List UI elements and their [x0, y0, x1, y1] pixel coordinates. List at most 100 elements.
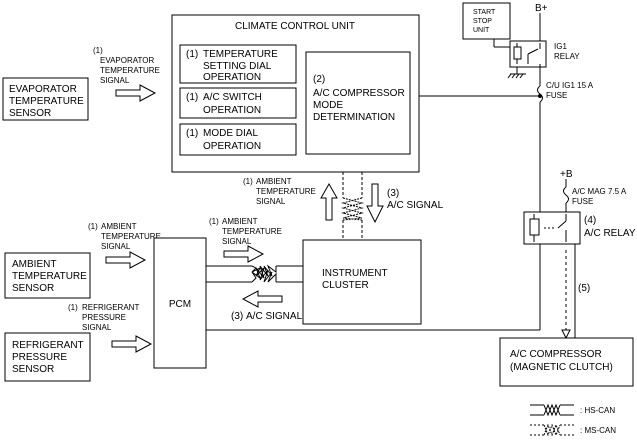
hs-can-pcm-cluster [206, 264, 303, 283]
svg-text:SENSOR: SENSOR [12, 283, 54, 294]
svg-text:(1): (1) [186, 128, 198, 139]
svg-text:SIGNAL: SIGNAL [100, 76, 130, 85]
svg-text:INSTRUMENT: INSTRUMENT [322, 268, 388, 279]
ac-signal-ccu-num: (3) [387, 188, 399, 199]
svg-text:: HS-CAN: : HS-CAN [580, 406, 615, 415]
svg-text:REFRIGERANT: REFRIGERANT [12, 340, 84, 351]
pcm-module: PCM [153, 237, 207, 369]
svg-text:AMBIENT: AMBIENT [222, 217, 258, 226]
svg-text:SETTING DIAL: SETTING DIAL [203, 61, 272, 72]
ambient-signal-ccu-arrow [320, 182, 338, 221]
ccu-title: CLIMATE CONTROL UNIT [235, 21, 355, 32]
junction-dot [538, 94, 542, 98]
svg-text:SIGNAL: SIGNAL [222, 237, 252, 246]
svg-text:TEMPERATURE: TEMPERATURE [12, 271, 87, 282]
pcm-label: PCM [169, 299, 191, 310]
svg-text:SENSOR: SENSOR [12, 364, 54, 375]
ac-mag-fuse: A/C MAG 7.5 A FUSE [563, 186, 627, 206]
svg-text:MODE: MODE [313, 100, 343, 111]
svg-text:(1): (1) [93, 46, 103, 55]
svg-text:AMBIENT: AMBIENT [12, 259, 56, 270]
svg-text:DETERMINATION: DETERMINATION [313, 112, 395, 123]
ambient-temperature-sensor: AMBIENT TEMPERATURE SENSOR [4, 252, 91, 299]
instrument-cluster: INSTRUMENT CLUSTER [302, 239, 422, 325]
svg-text:SIGNAL: SIGNAL [256, 197, 286, 206]
ac-compressor: A/C COMPRESSOR (MAGNETIC CLUTCH) [499, 337, 634, 387]
svg-text:EVAPORATOR: EVAPORATOR [9, 84, 77, 95]
svg-text:UNIT: UNIT [473, 27, 490, 34]
ig1-relay: IG1 RELAY [509, 40, 580, 68]
evaporator-temperature-sensor: EVAPORATOR TEMPERATURE SENSOR [2, 77, 89, 121]
ambient-signal-cluster-label: (1) AMBIENT TEMPERATURE SIGNAL [209, 217, 282, 246]
svg-text:START: START [473, 9, 496, 16]
svg-text:(1): (1) [186, 92, 198, 103]
b-plus-mid: +B [560, 169, 573, 180]
ac-signal-ccu-label: A/C SIGNAL [387, 200, 444, 211]
svg-text:TEMPERATURE: TEMPERATURE [100, 66, 160, 75]
ambient-signal-ccu-label: (1) AMBIENT TEMPERATURE SIGNAL [243, 177, 316, 206]
svg-text:A/C MAG 7.5 A: A/C MAG 7.5 A [572, 187, 627, 196]
svg-text:FUSE: FUSE [572, 197, 593, 206]
cu-ig1-fuse: C/U IG1 15 A FUSE [537, 81, 594, 103]
start-stop-unit: START STOP UNIT [462, 2, 511, 40]
svg-text:(MAGNETIC CLUTCH): (MAGNETIC CLUTCH) [510, 362, 613, 373]
svg-text:A/C COMPRESSOR: A/C COMPRESSOR [313, 88, 405, 99]
svg-text:: MS-CAN: : MS-CAN [580, 426, 616, 435]
ac-signal-pcm-arrow [241, 290, 283, 308]
svg-text:OPERATION: OPERATION [203, 72, 261, 83]
svg-text:A/C COMPRESSOR: A/C COMPRESSOR [510, 349, 602, 360]
mode-dial-box: (1) MODE DIAL OPERATION [179, 123, 297, 156]
svg-text:PRESSURE: PRESSURE [12, 352, 67, 363]
svg-text:TEMPERATURE: TEMPERATURE [9, 96, 84, 107]
svg-text:(2): (2) [313, 74, 325, 85]
svg-text:PRESSURE: PRESSURE [82, 313, 126, 322]
ac-signal-ccu-arrow [366, 183, 384, 224]
svg-text:(1): (1) [68, 303, 78, 312]
svg-text:C/U IG1 15 A: C/U IG1 15 A [546, 81, 594, 90]
legend-ms-can: : MS-CAN [530, 423, 616, 437]
svg-text:IG1: IG1 [554, 42, 567, 51]
svg-text:TEMPERATURE: TEMPERATURE [222, 227, 282, 236]
svg-text:TEMPERATURE: TEMPERATURE [256, 187, 316, 196]
legend-hs-can: : HS-CAN [530, 403, 615, 417]
svg-text:CLUSTER: CLUSTER [322, 280, 369, 291]
svg-text:FUSE: FUSE [546, 91, 567, 100]
svg-text:SIGNAL: SIGNAL [82, 323, 112, 332]
ambient-signal-pcm-arrow [105, 251, 147, 269]
refrigerant-pressure-sensor: REFRIGERANT PRESSURE SENSOR [4, 332, 91, 382]
svg-text:(1): (1) [88, 222, 98, 231]
step5-arrow [561, 329, 571, 340]
ambient-signal-cluster-arrow [223, 245, 265, 263]
ground-symbol [507, 67, 526, 79]
svg-text:AMBIENT: AMBIENT [101, 222, 137, 231]
ac-signal-pcm-label: A/C SIGNAL [246, 311, 303, 322]
ms-can-cluster-ccu [341, 172, 364, 240]
svg-text:TEMPERATURE: TEMPERATURE [101, 232, 161, 241]
evaporator-signal-arrow [115, 84, 157, 102]
svg-text:REFRIGERANT: REFRIGERANT [82, 303, 139, 312]
svg-text:(1): (1) [209, 217, 219, 226]
ac-relay: (4) A/C RELAY [523, 211, 636, 245]
legend: : HS-CAN : MS-CAN [530, 403, 616, 437]
step5-label: (5) [578, 283, 590, 294]
svg-text:A/C SWITCH: A/C SWITCH [203, 92, 262, 103]
climate-control-unit: CLIMATE CONTROL UNIT (1) TEMPERATURE SET… [171, 14, 420, 173]
svg-text:STOP: STOP [473, 18, 492, 25]
compressor-mode-determination-box: (2) A/C COMPRESSOR MODE DETERMINATION [305, 51, 411, 155]
svg-text:SIGNAL: SIGNAL [101, 242, 131, 251]
svg-text:OPERATION: OPERATION [203, 141, 261, 152]
svg-text:TEMPERATURE: TEMPERATURE [203, 49, 278, 60]
refrigerant-signal-arrow [111, 335, 153, 353]
svg-text:AMBIENT: AMBIENT [256, 177, 292, 186]
evaporator-signal-label: (1) EVAPORATOR TEMPERATURE SIGNAL [93, 46, 160, 85]
svg-text:EVAPORATOR: EVAPORATOR [100, 56, 154, 65]
svg-text:(1): (1) [186, 49, 198, 60]
svg-text:OPERATION: OPERATION [203, 105, 261, 116]
svg-text:A/C RELAY: A/C RELAY [584, 228, 636, 239]
svg-text:(4): (4) [584, 215, 596, 226]
temperature-dial-box: (1) TEMPERATURE SETTING DIAL OPERATION [179, 44, 297, 84]
ambient-signal-pcm-label: (1) AMBIENT TEMPERATURE SIGNAL [88, 222, 161, 251]
svg-text:(1): (1) [243, 177, 253, 186]
